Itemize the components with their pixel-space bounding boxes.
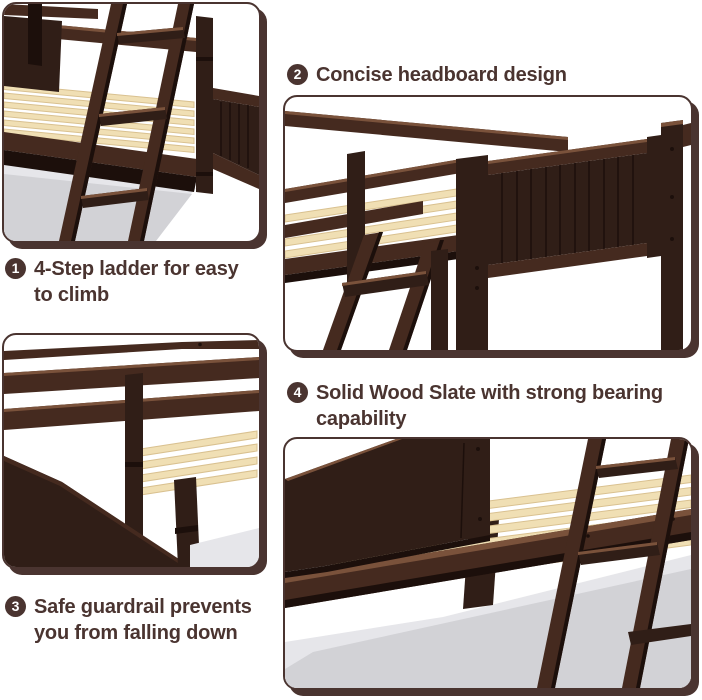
headboard-corner <box>4 4 98 92</box>
ladder-rungs <box>81 27 185 208</box>
feature-caption-guardrail: 3 Safe guardrail prevents you from falli… <box>5 594 260 646</box>
guardrail-post <box>125 373 143 543</box>
footboard-panel <box>213 88 259 189</box>
top-rail <box>285 111 568 152</box>
feature-photo-guardrail <box>2 333 261 569</box>
feature-caption-ladder: 1 4-Step ladder for easy to climb <box>5 256 260 308</box>
floor-shadow <box>190 528 259 567</box>
feature-caption-headboard: 2 Concise headboard design <box>287 62 687 88</box>
feature-caption-text: Safe guardrail prevents you from falling… <box>34 596 252 644</box>
feature-caption-text: Concise headboard design <box>316 64 567 86</box>
floor-shadow <box>285 555 691 688</box>
feature-number-badge: 1 <box>5 258 26 279</box>
feature-caption-text: Solid Wood Slate with strong bearing cap… <box>316 382 663 430</box>
ladder-photo-illustration <box>4 4 259 241</box>
feature-caption-text: 4-Step ladder for easy to climb <box>34 258 239 306</box>
corner-post <box>661 120 691 350</box>
ladder <box>537 439 691 688</box>
side-rail-mass <box>4 456 190 567</box>
slats-photo-illustration <box>285 439 691 688</box>
bed-leg <box>431 249 448 350</box>
headboard-photo-illustration <box>285 111 691 350</box>
feature-photo-ladder <box>2 2 261 243</box>
feature-photo-slats <box>283 437 693 690</box>
corner-post <box>196 16 213 194</box>
headboard <box>456 135 661 350</box>
guardrail-photo-illustration <box>4 340 259 567</box>
feature-number-badge: 2 <box>287 64 308 85</box>
feature-caption-slats: 4 Solid Wood Slate with strong bearing c… <box>287 380 687 432</box>
feature-photo-headboard <box>283 95 693 352</box>
headboard <box>285 439 490 578</box>
feature-number-badge: 3 <box>5 596 26 617</box>
ladder-rungs <box>578 457 691 645</box>
ladder <box>59 4 194 241</box>
feature-number-badge: 4 <box>287 382 308 403</box>
